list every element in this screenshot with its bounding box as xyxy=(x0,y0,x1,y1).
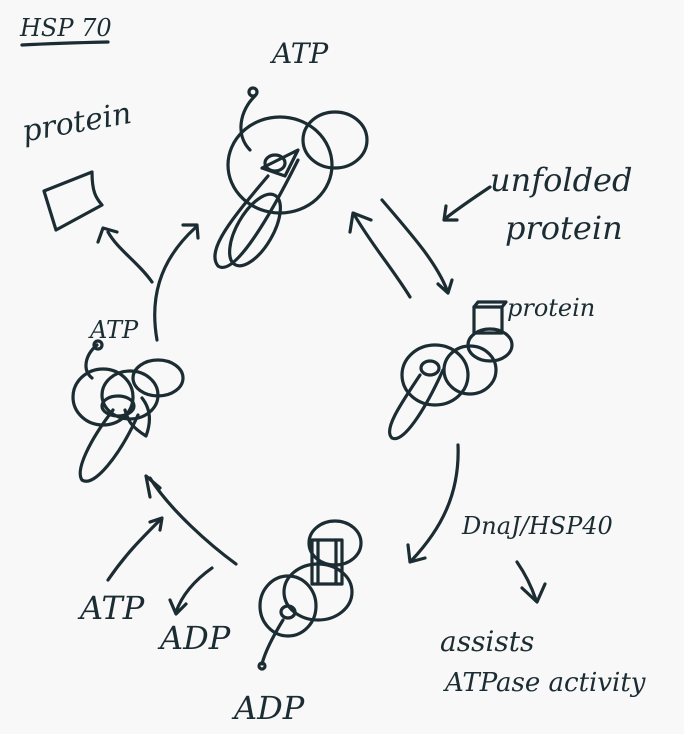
label-atpase-activity: ATPase activity xyxy=(445,668,646,698)
label-assists: assists xyxy=(440,625,535,658)
folded-protein-shape xyxy=(42,170,104,232)
label-unfolded: unfolded xyxy=(490,161,633,199)
cycle-arrows xyxy=(96,185,547,616)
label-adp-bottom: ADP xyxy=(234,689,305,727)
hsp70-top-molecule xyxy=(213,86,369,269)
hsp70-left-molecule xyxy=(71,339,185,483)
label-atp-left: ATP xyxy=(90,316,139,344)
label-protein-right: protein xyxy=(507,294,596,322)
label-atp-bottom-left: ATP xyxy=(80,589,145,627)
label-unfolded-protein: protein xyxy=(505,209,623,247)
label-adp-bottom-left: ADP xyxy=(160,619,231,657)
label-dnaj-hsp40: DnaJ/HSP40 xyxy=(462,512,613,540)
title-underline xyxy=(20,40,110,47)
hsp70-right-molecule xyxy=(388,300,514,441)
diagram-title: HSP 70 xyxy=(20,14,112,42)
label-atp-top: ATP xyxy=(272,37,329,70)
hsp70-bottom-molecule xyxy=(257,519,363,671)
